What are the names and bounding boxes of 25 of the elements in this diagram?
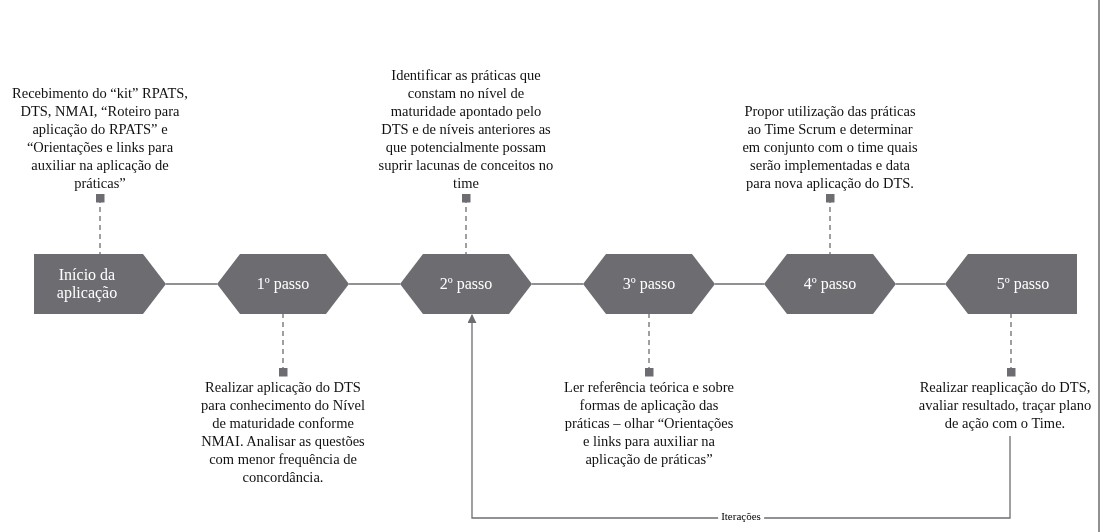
iteration-arrow (467, 314, 1011, 519)
step-marker: 3º passo (583, 254, 715, 314)
leader-line (461, 193, 471, 255)
edge-label: Iterações (718, 510, 764, 522)
step-marker: Início da aplicação (34, 254, 166, 314)
leader-line (825, 193, 835, 255)
step-description: Realizar aplicação do DTS para conhecimento do Nível de maturidade conforme NMAI. Analisar as questões com menor frequência de concordância. (194, 378, 372, 486)
timeline-line (714, 283, 765, 285)
leader-line (95, 193, 105, 255)
leader-line (644, 313, 654, 377)
step-marker: 2º passo (400, 254, 532, 314)
step-marker: 5º passo (945, 254, 1077, 314)
leader-line (1006, 313, 1016, 377)
step-marker: 1º passo (217, 254, 349, 314)
timeline-line (531, 283, 584, 285)
step-description: Identificar as práticas que constam no nível de maturidade apontado pelo DTS e de níveis anteriores as que potencialmente possam suprir lacunas de conceitos no time (377, 66, 555, 192)
timeline-line (348, 283, 401, 285)
leader-line (278, 313, 288, 377)
timeline-line (165, 283, 218, 285)
timeline-line (895, 283, 946, 285)
step-description: Recebimento do “kit” RPATS, DTS, NMAI, “Roteiro para aplicação do RPATS” e “Orientações e links para auxiliar na aplicação de práticas” (11, 84, 189, 192)
step-description: Propor utilização das práticas ao Time Scrum e determinar em conjunto com o time quais serão implementadas e data para nova aplicação do DTS. (741, 102, 919, 192)
step-description: Realizar reaplicação do DTS, avaliar resultado, traçar plano de ação com o Time. (916, 378, 1094, 432)
step-description: Ler referência teórica e sobre formas de aplicação das práticas – olhar “Orientações e links para auxiliar na aplicação de práticas” (560, 378, 738, 468)
step-marker: 4º passo (764, 254, 896, 314)
